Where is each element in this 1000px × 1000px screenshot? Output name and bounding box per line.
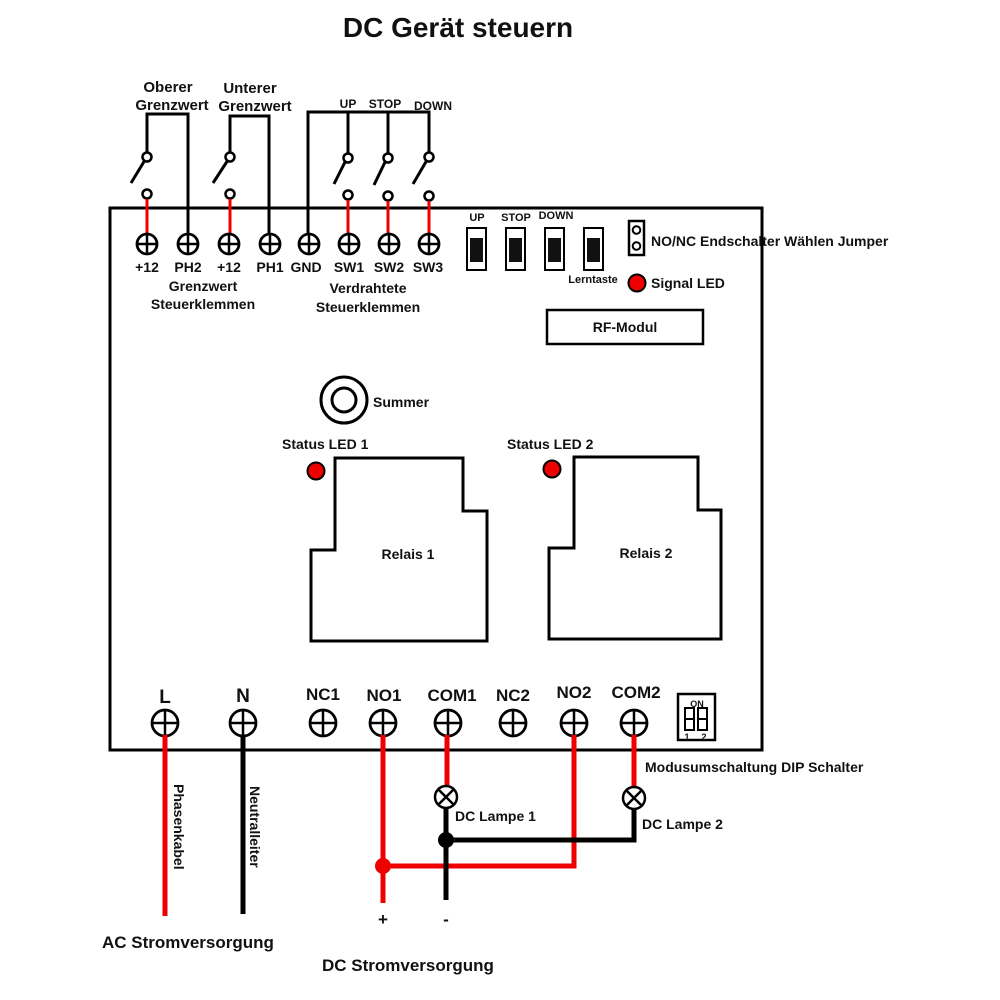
rf-module [545, 308, 705, 346]
terminal-label-gnd: GND [290, 259, 321, 275]
terminal-label-no2: NO2 [557, 683, 592, 702]
wired-down-label: DOWN [414, 99, 452, 113]
signal-led-label: Signal LED [651, 275, 725, 291]
status-led-1-label: Status LED 1 [282, 436, 369, 452]
limit-terminals-label-1: Grenzwert [169, 278, 238, 294]
dc-negative-wiring [438, 809, 637, 900]
terminal-label-sw1: SW1 [334, 259, 365, 275]
screw-terminal-top-2 [176, 232, 200, 256]
dip-pos2-label: 2 [701, 732, 706, 742]
onboard-up-button[interactable] [466, 227, 487, 271]
dc-minus-label: - [443, 910, 449, 929]
terminal-label-plus12-a: +12 [135, 259, 159, 275]
relay-1 [309, 456, 489, 643]
onboard-up-label: UP [469, 212, 484, 224]
neutral-wire-label: Neutralleiter [247, 786, 263, 868]
controller-board [108, 206, 764, 752]
lower-limit-label-2: Grenzwert [218, 98, 291, 115]
top-terminal-block [135, 232, 441, 256]
learn-button[interactable] [583, 227, 604, 271]
terminal-label-nc1: NC1 [306, 685, 340, 704]
onboard-down-button[interactable] [544, 227, 565, 271]
dc-plus-label: + [378, 910, 388, 929]
status-led-2-label: Status LED 2 [507, 436, 594, 452]
terminal-label-n: N [236, 686, 250, 707]
learn-button-label: Lerntaste [568, 274, 618, 286]
ac-supply-label: AC Stromversorgung [102, 933, 274, 952]
relay-1-label: Relais 1 [382, 546, 435, 562]
onboard-stop-label: STOP [501, 212, 531, 224]
terminal-label-sw2: SW2 [374, 259, 405, 275]
screw-terminal-top-4 [258, 232, 282, 256]
limit-terminals-label-2: Steuerklemmen [151, 296, 255, 312]
dc-lamp-2-label: DC Lampe 2 [642, 816, 723, 832]
screw-terminal-top-5 [297, 232, 321, 256]
dip-on-label: ON [690, 699, 704, 709]
screw-terminal-bottom-4 [368, 708, 398, 738]
dc-supply-label: DC Stromversorgung [322, 956, 494, 975]
status-led-1-icon [306, 461, 326, 481]
jumper-label: NO/NC Endschalter Wählen Jumper [651, 233, 889, 249]
screw-terminal-top-7 [377, 232, 401, 256]
rf-module-label: RF-Modul [593, 319, 658, 335]
wired-button-switches [306, 110, 435, 240]
screw-terminal-top-1 [135, 232, 159, 256]
wired-terminals-label-2: Steuerklemmen [316, 299, 420, 315]
phase-wire-label: Phasenkabel [171, 784, 187, 870]
signal-led-icon [627, 273, 647, 293]
screw-terminal-bottom-3 [308, 708, 338, 738]
dip-switch[interactable] [676, 692, 717, 742]
dc-lamp-2-icon [621, 785, 647, 811]
buzzer-icon [319, 375, 369, 425]
screw-terminal-bottom-5 [433, 708, 463, 738]
screw-terminal-bottom-2 [228, 708, 258, 738]
dc-lamp-1-icon [433, 784, 459, 810]
screw-terminal-bottom-1 [150, 708, 180, 738]
terminal-label-ph2: PH2 [174, 259, 201, 275]
screw-terminal-bottom-8 [619, 708, 649, 738]
upper-limit-switch [129, 112, 190, 240]
dc-lamp-1-label: DC Lampe 1 [455, 808, 536, 824]
terminal-label-com1: COM1 [427, 686, 476, 705]
lower-limit-switch [211, 114, 271, 240]
screw-terminal-top-6 [337, 232, 361, 256]
buzzer-label: Summer [373, 394, 430, 410]
status-led-2-icon [542, 459, 562, 479]
terminal-label-sw3: SW3 [413, 259, 444, 275]
wired-terminals-label-1: Verdrahtete [329, 280, 406, 296]
terminal-label-com2: COM2 [611, 683, 660, 702]
wired-stop-label: STOP [369, 97, 401, 111]
lower-limit-label-1: Unterer [223, 80, 277, 97]
dip-switch-label: Modusumschaltung DIP Schalter [645, 759, 864, 775]
terminal-label-no1: NO1 [367, 686, 402, 705]
wired-up-label: UP [340, 97, 357, 111]
screw-terminal-top-3 [217, 232, 241, 256]
upper-limit-label-1: Oberer [143, 79, 192, 96]
terminal-label-nc2: NC2 [496, 686, 530, 705]
diagram-title: DC Gerät steuern [343, 12, 573, 43]
onboard-down-label: DOWN [539, 210, 574, 222]
terminal-label-ph1: PH1 [256, 259, 283, 275]
upper-limit-label-2: Grenzwert [135, 97, 208, 114]
dip-pos1-label: 1 [684, 732, 689, 742]
terminal-label-l: L [159, 687, 171, 708]
nonc-jumper[interactable] [627, 219, 646, 257]
screw-terminal-bottom-6 [498, 708, 528, 738]
terminal-label-plus12-b: +12 [217, 259, 241, 275]
screw-terminal-bottom-7 [559, 708, 589, 738]
screw-terminal-top-8 [417, 232, 441, 256]
relay-2-label: Relais 2 [620, 545, 673, 561]
relay-2 [547, 455, 723, 641]
onboard-stop-button[interactable] [505, 227, 526, 271]
